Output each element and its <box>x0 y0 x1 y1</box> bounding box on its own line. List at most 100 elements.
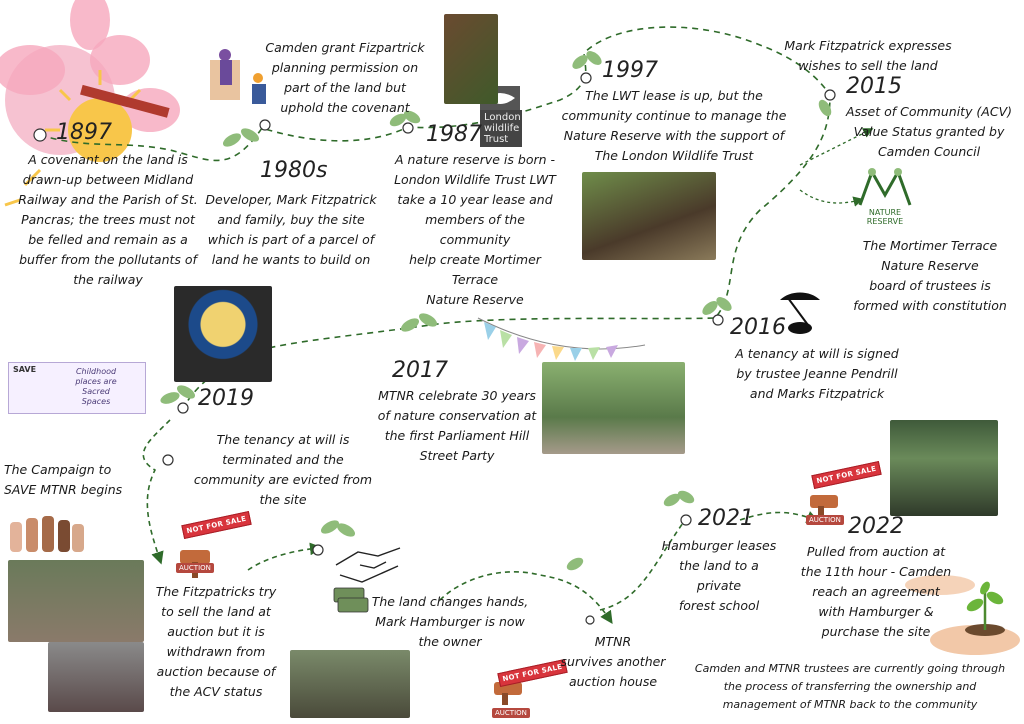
text-line: The Mortimer Terrace <box>862 238 998 253</box>
nature-reserve-logo <box>858 168 912 206</box>
text-line: A covenant on the land is <box>28 152 188 167</box>
year-1997: 1997 <box>602 58 658 83</box>
text-line: take a 10 year lease and <box>397 192 553 207</box>
text-line: board of trustees is <box>869 278 991 293</box>
text-line: community continue to manage the <box>561 108 787 123</box>
auction-label: AUCTION <box>176 563 214 573</box>
text-line: the owner <box>418 634 482 649</box>
campaign-sign: SAVE Childhood places are Sacred Spaces <box>8 362 146 414</box>
gavel-icon-2 <box>810 495 838 520</box>
event-1897-text: A covenant on the land is drawn-up betwe… <box>10 150 206 290</box>
text-line: Pancras; the trees must not <box>21 212 195 227</box>
text-line: Railway and the Parish of St. <box>18 192 198 207</box>
current-status-text: Camden and MTNR trustees are currently g… <box>680 660 1020 714</box>
text-line: A nature reserve is born - <box>394 152 556 167</box>
text-line: survives another <box>560 654 666 669</box>
campaign-sign-save: SAVE <box>13 365 37 374</box>
text-line: members of the community <box>425 212 525 247</box>
text-line: by trustee Jeanne Pendrill <box>736 366 898 381</box>
lwt-logo-line: wildlife <box>484 123 520 134</box>
flower-sun-illustration <box>0 0 180 207</box>
lwt-logo-text: London wildlife Trust <box>480 110 522 147</box>
text-line: Camden and MTNR trustees are currently g… <box>694 662 1006 675</box>
text-line: private <box>696 578 742 593</box>
text-line: MTNR <box>594 634 632 649</box>
text-line: The Campaign to <box>4 462 112 477</box>
text-line: MTNR celebrate 30 years <box>378 388 536 403</box>
text-line: purchase the site <box>821 624 931 639</box>
camden-grant-text: Camden grant Fizpartrick planning permis… <box>262 38 428 118</box>
text-line: The LWT lease is up, but the <box>585 88 763 103</box>
people-photo <box>48 642 144 712</box>
text-line: The Fitzpatricks try <box>155 584 277 599</box>
campaign-text: The Campaign to SAVE MTNR begins <box>4 460 124 500</box>
text-line: terminated and the <box>222 452 344 467</box>
campaign-sign-line: Sacred <box>82 387 110 396</box>
text-line: Street Party <box>419 448 495 463</box>
text-line: auction because of <box>156 664 276 679</box>
text-line: Nature Reserve <box>426 292 524 307</box>
hands-seedling-illustration <box>905 575 1020 655</box>
text-line: Camden grant Fizpartrick <box>265 40 425 55</box>
year-2021: 2021 <box>698 506 754 531</box>
survives-auction-text: MTNR survives another auction house <box>548 632 678 692</box>
text-line: and family, buy the site <box>217 212 365 227</box>
year-2017: 2017 <box>392 358 448 383</box>
text-line: be felled and remain as a <box>28 232 188 247</box>
protest-photo <box>8 560 144 642</box>
campaign-sign-line: places are <box>75 377 117 386</box>
year-2022: 2022 <box>848 514 904 539</box>
text-line: the first Parliament Hill <box>384 428 530 443</box>
year-2016: 2016 <box>730 315 786 340</box>
lwt-logo-line: Trust <box>484 134 509 145</box>
text-line: drawn-up between Midland <box>22 172 194 187</box>
text-line: the land to a <box>679 558 759 573</box>
land-changes-hands-text: The land changes hands, Mark Hamburger i… <box>370 592 530 652</box>
raised-fists-illustration <box>10 516 84 552</box>
text-line: reach an agreement <box>812 584 940 599</box>
text-line: the process of transferring the ownershi… <box>723 680 977 693</box>
text-line: help create Mortimer <box>409 252 541 267</box>
text-line: land he wants to build on <box>211 252 371 267</box>
text-line: Terrace <box>451 272 499 287</box>
event-1987-text: A nature reserve is born - London Wildli… <box>390 150 560 310</box>
text-line: auction house <box>568 674 658 689</box>
text-line: auction but it is <box>167 624 265 639</box>
text-line: which is part of a parcel of <box>207 232 375 247</box>
text-line: A tenancy at will is signed <box>735 346 899 361</box>
handshake-illustration <box>335 547 401 583</box>
event-2015-board-text: The Mortimer Terrace Nature Reserve boar… <box>846 236 1014 316</box>
text-line: Pulled from auction at <box>806 544 946 559</box>
year-1897: 1897 <box>56 120 112 145</box>
text-line: part of the land but <box>284 80 406 95</box>
group-photo <box>290 650 410 718</box>
text-line: to sell the land at <box>161 604 271 619</box>
couple-photo <box>890 420 998 516</box>
event-2019-text: The tenancy at will is terminated and th… <box>192 430 374 510</box>
auction-label: AUCTION <box>806 515 844 525</box>
quill-ink-illustration <box>780 292 820 334</box>
campaign-sign-line: Childhood <box>75 367 117 376</box>
auction-label: AUCTION <box>492 708 530 718</box>
text-line: the ACV status <box>169 684 263 699</box>
text-line: community are evicted from <box>193 472 373 487</box>
text-line: management of MTNR back to the community <box>722 698 978 711</box>
text-line: the 11th hour - Camden <box>800 564 952 579</box>
wheelbarrow-photo <box>582 172 716 260</box>
text-line: Mark Fitzpatrick expresses <box>784 38 952 53</box>
text-line: planning permission on <box>271 60 419 75</box>
lwt-logo-line: London <box>484 112 521 123</box>
auction-attempt-text: The Fitzpatricks try to sell the land at… <box>148 582 284 702</box>
text-line: Nature Reserve <box>881 258 979 273</box>
event-2021-text: Hamburger leases the land to a private f… <box>654 536 784 616</box>
year-1980s: 1980s <box>260 158 328 183</box>
text-line: Asset of Community (ACV) <box>845 104 1013 119</box>
event-1980s-text: Developer, Mark Fitzpatrick and family, … <box>200 190 382 270</box>
text-line: the site <box>259 492 307 507</box>
text-line: The land changes hands, <box>371 594 529 609</box>
text-line: Developer, Mark Fitzpatrick <box>205 192 377 207</box>
event-2015-pre-text: Mark Fitzpatrick expresses wishes to sel… <box>780 36 956 76</box>
nature-reserve-logo-text: NATURE RESERVE <box>850 208 920 226</box>
text-line: Hamburger leases <box>661 538 777 553</box>
